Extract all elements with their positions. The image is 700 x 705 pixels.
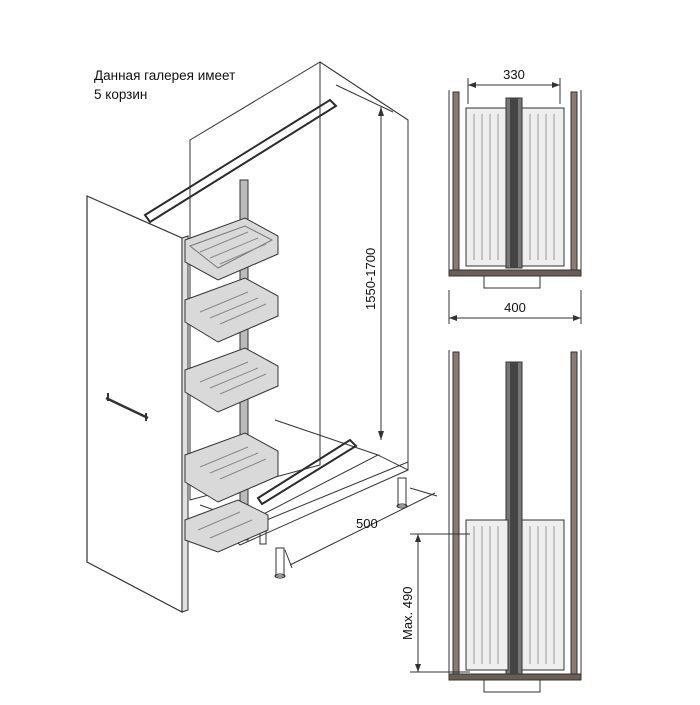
baskets [184,217,279,553]
side-view-baskets [465,519,565,671]
caption-line-1: Данная галерея имеет [94,68,236,83]
caption-line-2: 5 корзин [94,87,148,102]
side-view: Max. 490 [400,350,582,693]
door-handle [105,393,149,421]
basket-5 [184,499,269,553]
basket-2 [184,277,279,343]
top-view: 330 [448,67,582,324]
top-rail [143,98,338,224]
top-width-dimension-label: 330 [503,67,525,82]
depth-dimension: 500 [284,487,438,569]
basket-1 [184,217,279,281]
bottom-rail [256,438,358,506]
top-view-baskets [465,107,565,267]
max-travel-dimension-label: Max. 490 [400,587,415,640]
basket-3 [184,347,279,413]
front-door-panel [86,195,183,613]
caption: Данная галерея имеет 5 корзин [94,66,235,104]
cabinet-width-dimension-label: 400 [504,300,526,315]
height-dimension-label: 1550-1700 [363,248,378,310]
cabinet-isometric: 1550-1700 500 [86,61,438,613]
basket-4 [184,432,279,503]
height-dimension: 1550-1700 [335,84,394,440]
depth-dimension-label: 500 [356,516,378,531]
